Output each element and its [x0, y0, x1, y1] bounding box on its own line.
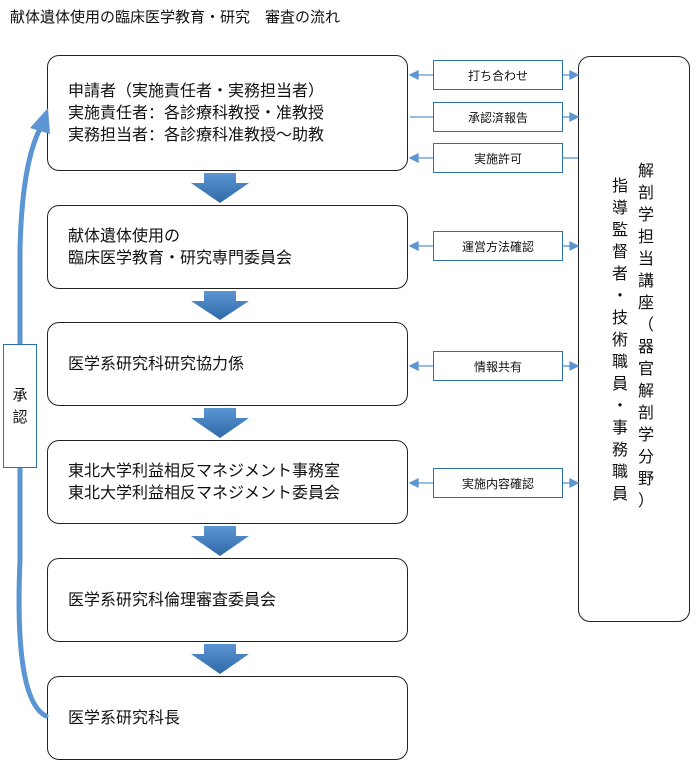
- staff-char: 員: [611, 484, 628, 503]
- left-arrow-icon: [408, 360, 419, 372]
- ethics-committee-box: 医学系研究科倫理審査委員会: [47, 558, 408, 642]
- tag-implementation-permit: 実施許可: [433, 143, 563, 173]
- dept-char: 講: [637, 271, 654, 290]
- tag-info-sharing: 情報共有: [433, 351, 563, 381]
- staff-char: 員: [611, 374, 628, 393]
- tag-content-check: 実施内容確認: [433, 468, 563, 498]
- staff-char: 職: [611, 462, 628, 481]
- committee-box: 献体遺体使用の 臨床医学教育・研究専門委員会: [47, 205, 408, 289]
- approval-char-1: 承: [12, 386, 28, 404]
- staff-char: ・: [611, 396, 628, 415]
- dept-char: 学: [637, 425, 654, 444]
- conflict-of-interest-box: 東北大学利益相反マネジメント事務室 東北大学利益相反マネジメント委員会: [47, 440, 408, 524]
- right-arrow-icon: [569, 240, 580, 252]
- down-arrow-icon: [191, 526, 249, 556]
- down-arrow-icon: [191, 173, 249, 203]
- tag-approval-report: 承認済報告: [433, 102, 563, 132]
- committee-line-1: 献体遺体使用の: [68, 226, 181, 245]
- left-arrow-icon: [408, 240, 419, 252]
- approval-label-box: 承 認: [3, 344, 37, 468]
- staff-char: 職: [611, 352, 628, 371]
- down-arrow-icon: [191, 408, 249, 438]
- dept-char: 野: [637, 469, 654, 488]
- dept-char: 解: [637, 161, 654, 180]
- staff-char: 指: [611, 176, 628, 195]
- staff-char: 導: [611, 198, 628, 217]
- staff-char: 者: [611, 264, 628, 283]
- committee-line-2: 臨床医学教育・研究専門委員会: [68, 248, 293, 267]
- tag-operation-check: 運営方法確認: [433, 231, 563, 261]
- coi-office-label: 東北大学利益相反マネジメント事務室: [68, 461, 341, 480]
- dept-char: 分: [637, 447, 654, 466]
- staff-char: 務: [611, 440, 628, 459]
- staff-char: 技: [611, 308, 628, 327]
- dept-char: 学: [637, 205, 654, 224]
- right-arrow-icon: [569, 477, 580, 489]
- left-arrow-icon: [408, 477, 419, 489]
- staff-char: 監: [611, 220, 628, 239]
- staff-label: 指導監督者・技術職員・事務職員: [611, 175, 629, 505]
- staff-char: 術: [611, 330, 628, 349]
- dept-char: 剖: [637, 183, 654, 202]
- dean-box: 医学系研究科長: [47, 676, 408, 760]
- applicant-box: 申請者（実施責任者・実務担当者） 実施責任者：各診療科教授・准教授 実務担当者：…: [47, 55, 408, 171]
- applicant-line-1: 申請者（実施責任者・実務担当者）: [68, 81, 325, 100]
- applicant-line-2: 実施責任者：各診療科教授・准教授: [68, 103, 325, 122]
- anatomy-department-label: 解剖学担当講座（器官解剖学分野）: [637, 160, 655, 512]
- right-arrow-icon: [569, 69, 580, 81]
- dept-char: 担: [637, 227, 654, 246]
- staff-char: 督: [611, 242, 628, 261]
- research-cooperation-box: 医学系研究科研究協力係: [47, 322, 408, 406]
- dept-char: ）: [637, 491, 654, 510]
- dept-char: 当: [637, 249, 654, 268]
- research-cooperation-label: 医学系研究科研究協力係: [68, 354, 245, 373]
- dept-char: 器: [637, 337, 654, 356]
- dept-char: 解: [637, 381, 654, 400]
- down-arrow-icon: [191, 644, 249, 674]
- coi-committee-label: 東北大学利益相反マネジメント委員会: [68, 483, 341, 502]
- left-arrow-icon: [408, 69, 419, 81]
- dept-char: 座: [637, 293, 654, 312]
- dept-char: （: [637, 315, 654, 334]
- dept-char: 官: [637, 359, 654, 378]
- staff-char: 事: [611, 418, 628, 437]
- applicant-line-3: 実務担当者：各診療科准教授～助教: [68, 125, 325, 144]
- diagram-title: 献体遺体使用の臨床医学教育・研究 審査の流れ: [10, 8, 341, 26]
- left-arrow-icon: [408, 152, 419, 164]
- approval-char-2: 認: [12, 408, 28, 426]
- right-arrow-icon: [569, 111, 580, 123]
- anatomy-department-box: 解剖学担当講座（器官解剖学分野） 指導監督者・技術職員・事務職員: [578, 56, 690, 622]
- approval-return-arrow-icon: [16, 108, 50, 719]
- tag-meeting: 打ち合わせ: [433, 60, 563, 90]
- dept-char: 剖: [637, 403, 654, 422]
- staff-char: ・: [611, 286, 628, 305]
- dean-label: 医学系研究科長: [68, 708, 181, 727]
- down-arrow-icon: [191, 291, 249, 320]
- ethics-committee-label: 医学系研究科倫理審査委員会: [68, 590, 277, 609]
- right-arrow-icon: [569, 360, 580, 372]
